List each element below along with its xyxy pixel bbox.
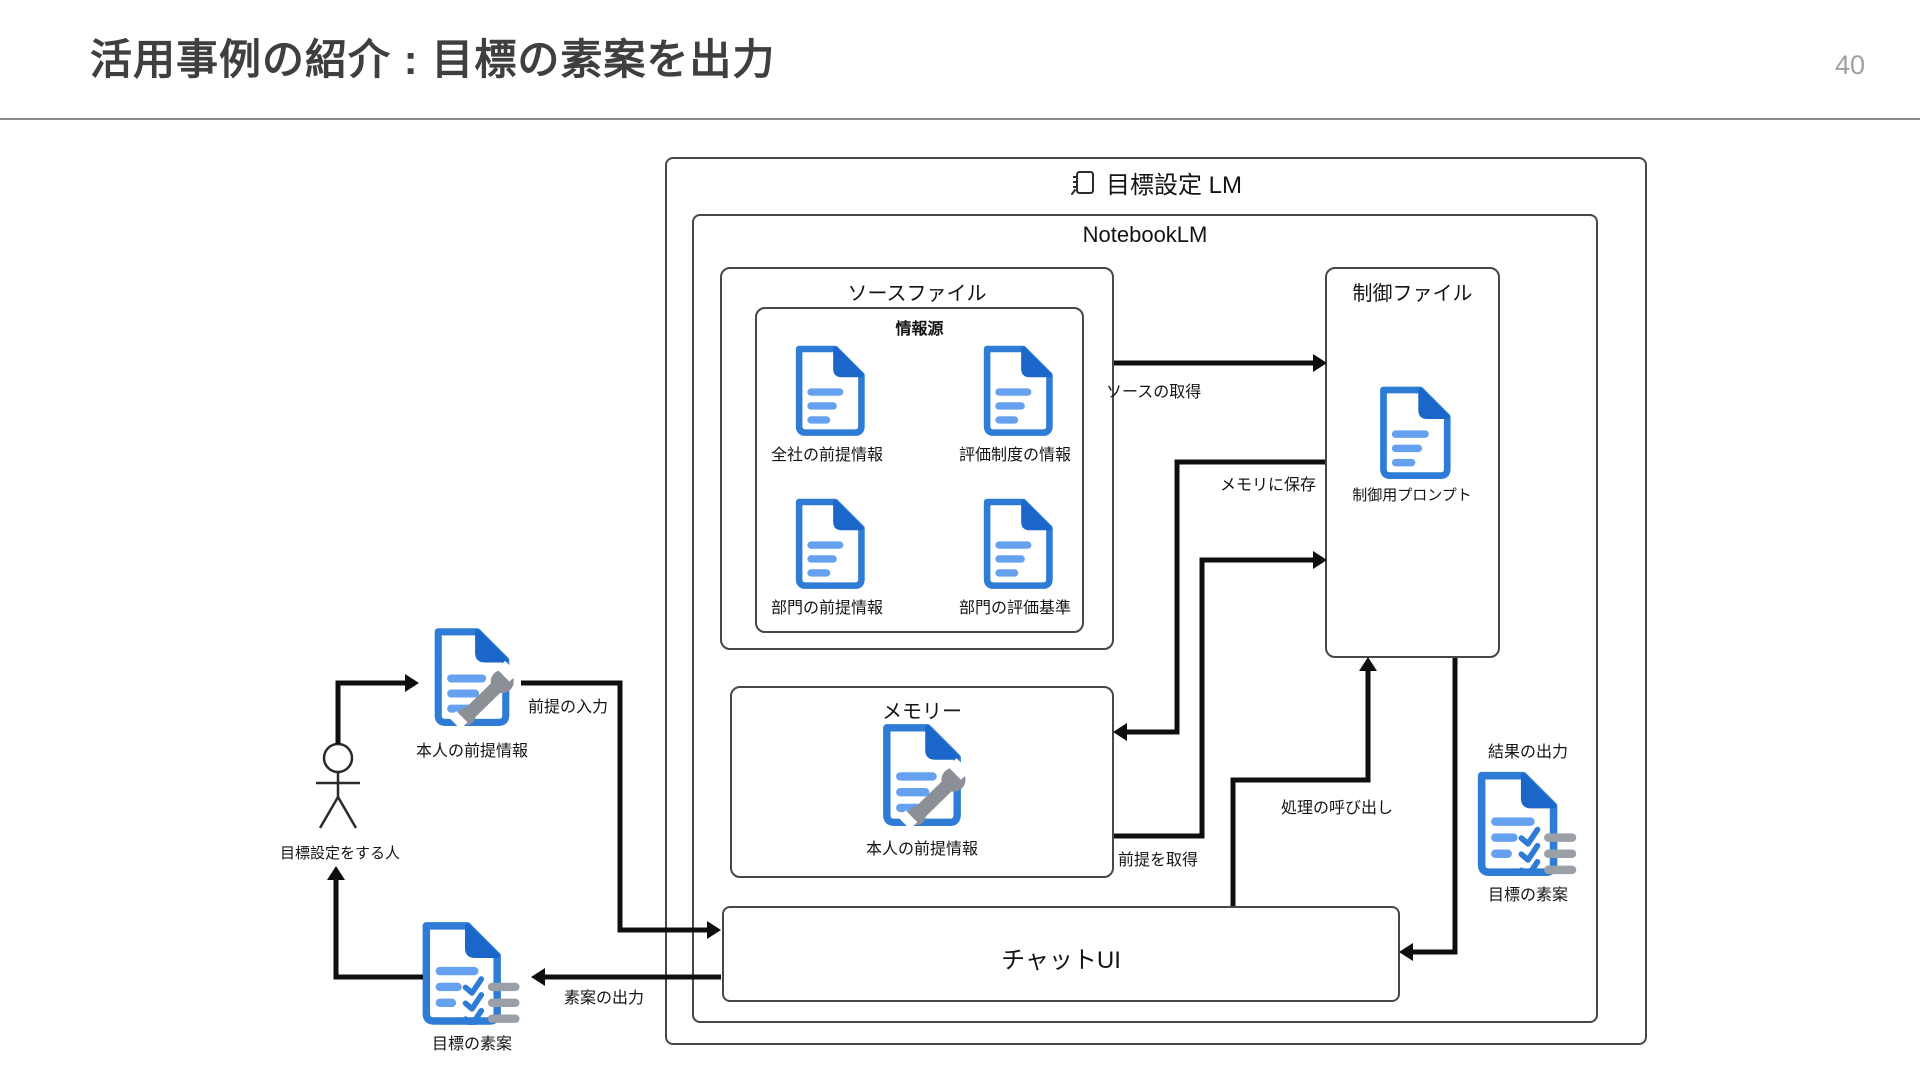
doc-user-goal-draft: 目標の素案 (392, 920, 552, 1054)
doc-result-goal-draft: 目標の素案 (1448, 770, 1608, 905)
page-number: 40 (1834, 50, 1866, 80)
document-icon (1370, 385, 1454, 479)
chat-ui-box: チャットUI (722, 906, 1400, 1002)
arrow-label-process-call: 処理の呼び出し (1281, 800, 1394, 817)
goal-setting-lm-header: 目標設定 LM (665, 165, 1647, 200)
memory-title: メモリー (882, 701, 962, 723)
doc-memory-personal-premise: 本人の前提情報 (842, 722, 1002, 859)
doc-caption: 評価制度の情報 (958, 447, 1071, 464)
document-icon (974, 497, 1056, 589)
doc-caption: 制御用プロンプト (1352, 487, 1472, 504)
arrow-label-memory-save: メモリに保存 (1220, 477, 1317, 494)
info-source-title: 情報源 (895, 321, 944, 338)
doc-caption: 部門の評価基準 (958, 600, 1071, 617)
doc-caption: 部門の前提情報 (770, 600, 883, 617)
document-icon (786, 344, 868, 436)
doc-company-premise: 全社の前提情報 (747, 344, 907, 465)
doc-control-prompt: 制御用プロンプト (1332, 385, 1492, 505)
doc-user-personal-premise: 本人の前提情報 (392, 624, 552, 761)
notebooklm-title: NotebookLM (1082, 222, 1208, 247)
actor-icon (316, 742, 360, 829)
doc-caption: 本人の前提情報 (415, 743, 528, 760)
source-files-title: ソースファイル (847, 283, 987, 305)
doc-department-premise: 部門の前提情報 (747, 497, 907, 618)
doc-department-criteria: 部門の評価基準 (935, 497, 1095, 618)
document-icon (974, 344, 1056, 436)
arrow-label-premise-input: 前提の入力 (528, 699, 609, 716)
header-divider (0, 118, 1920, 120)
arrowhead-up (327, 866, 345, 880)
document-wrench-icon (872, 722, 972, 830)
doc-caption: 全社の前提情報 (770, 447, 883, 464)
doc-caption: 本人の前提情報 (865, 841, 978, 858)
notebook-icon (1070, 171, 1094, 195)
control-file-title: 制御ファイル (1352, 283, 1473, 305)
actor-label: 目標設定をする人 (279, 845, 400, 862)
document-wrench-icon (424, 624, 520, 732)
doc-caption: 目標の素案 (431, 1036, 512, 1053)
document-checklist-icon (1472, 770, 1584, 876)
arrow-label-result-output: 結果の出力 (1487, 744, 1568, 761)
arrow-label-premise-fetch: 前提を取得 (1118, 852, 1199, 869)
page-title: 活用事例の紹介 : 目標の素案を出力 (90, 36, 776, 83)
arrow-label-source-fetch: ソースの取得 (1106, 384, 1202, 401)
document-checklist-icon (417, 920, 527, 1025)
arrow-label-draft-output: 素案の出力 (564, 990, 645, 1007)
doc-caption: 目標の素案 (1487, 887, 1568, 904)
goal-setting-lm-title: 目標設定 LM (1105, 172, 1242, 199)
document-icon (786, 497, 868, 589)
chat-ui-title: チャットUI (1001, 947, 1121, 974)
doc-evaluation-system: 評価制度の情報 (935, 344, 1095, 465)
